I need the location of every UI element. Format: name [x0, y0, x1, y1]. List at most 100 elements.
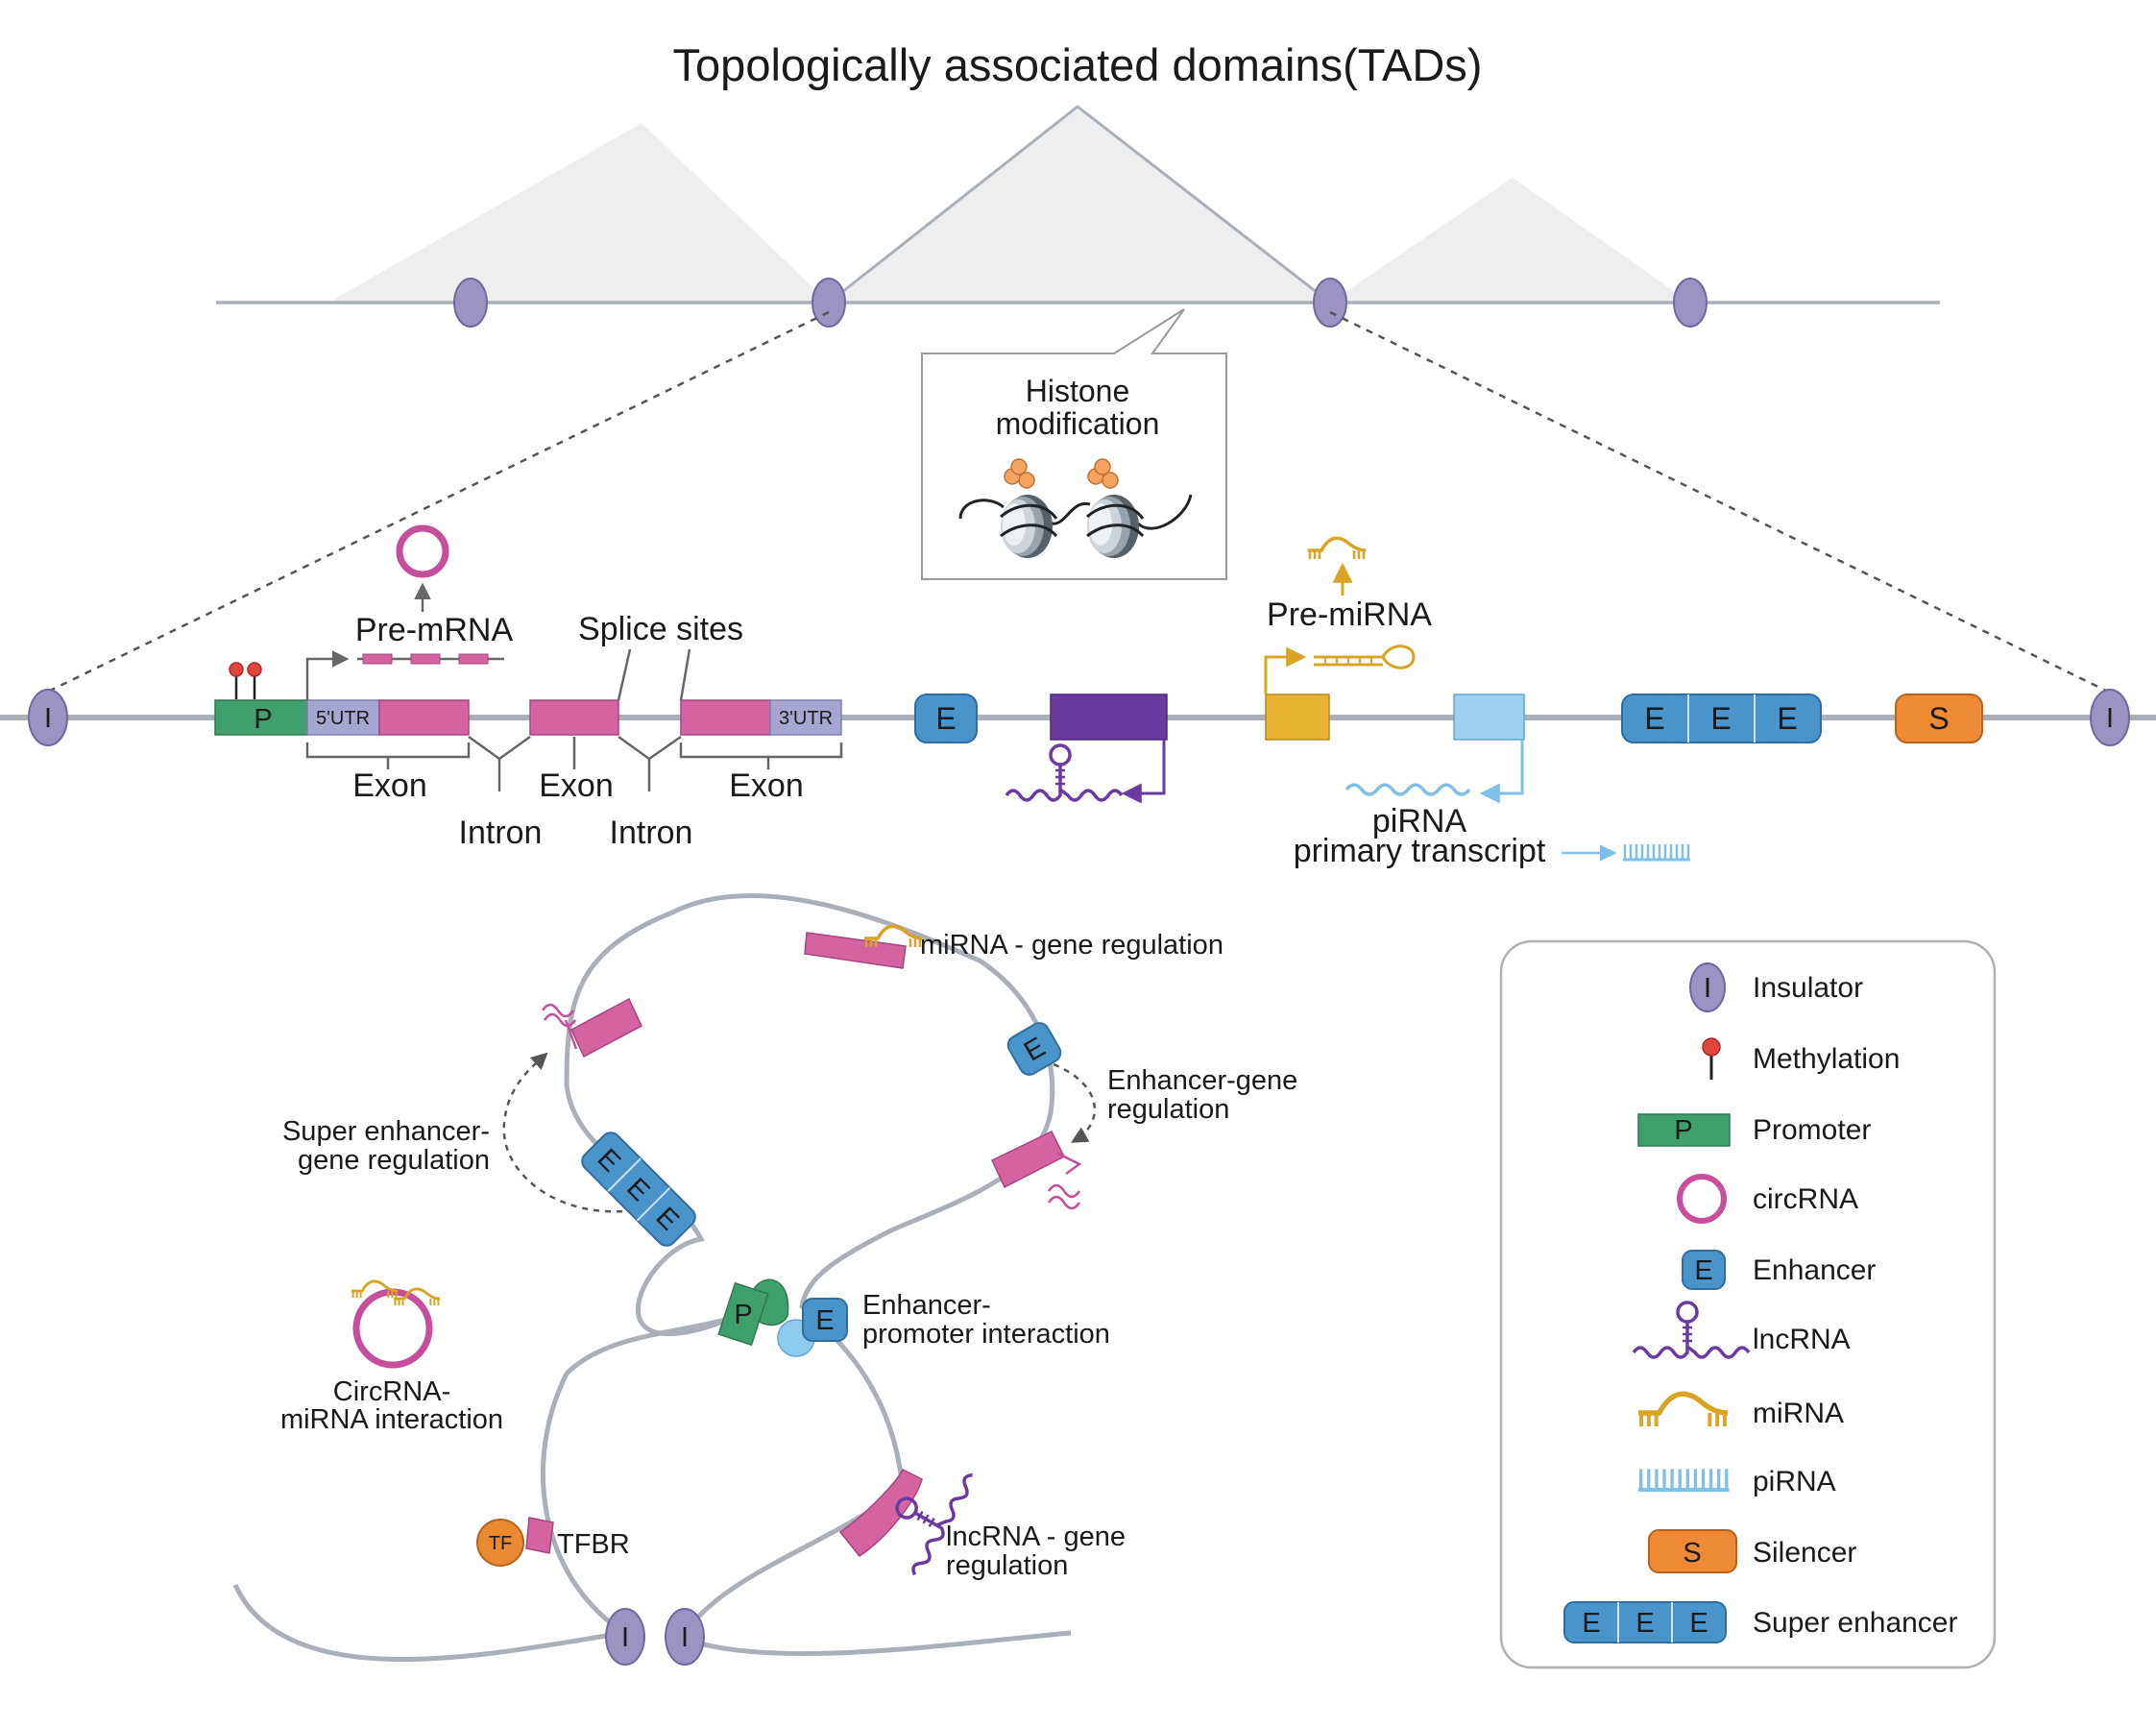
legend-label: Super enhancer: [1753, 1607, 1958, 1639]
legend-item-pirna: piRNA: [1638, 1466, 1836, 1497]
loop-transcript-right: [1047, 1151, 1082, 1210]
insulator-icon: [2090, 689, 2130, 746]
mirna-regulation-label: miRNA - gene regulation: [920, 930, 1223, 961]
legend-label: Methylation: [1753, 1043, 1900, 1075]
pirna-arrow: [1479, 740, 1524, 804]
insulator-icon: [1673, 278, 1708, 328]
tfbr-icon: [525, 1517, 554, 1554]
legend-label: piRNA: [1753, 1466, 1836, 1497]
circrna-mirna-label: CircRNA-: [333, 1376, 450, 1407]
utr3-box: [769, 699, 842, 736]
utr5-label: 5'UTR: [316, 708, 370, 729]
insulator-icon: [1313, 278, 1347, 328]
loop-target-gene-top: [804, 932, 907, 969]
histone-callout: Histone modification: [921, 308, 1227, 580]
pre-mirna-hairpin-icon: [1314, 645, 1416, 669]
legend-item-enhancer: E Enhancer: [1682, 1250, 1876, 1290]
tad-large: [824, 105, 1335, 304]
methylation-icon: [229, 662, 262, 699]
enhancer-dashed-arrow: [1053, 1062, 1097, 1143]
diagram-title: Topologically associated domains(TADs): [673, 39, 1483, 90]
legend-label: miRNA: [1753, 1398, 1844, 1429]
utr5-box: [306, 699, 380, 736]
dna-strand: [958, 494, 1193, 530]
tad-right: [1330, 178, 1690, 303]
exon-brackets: [305, 735, 843, 791]
tad-landscape: [47, 105, 2109, 694]
svg-text:E: E: [1644, 701, 1664, 736]
tfbr-label: TFBR: [557, 1529, 630, 1560]
pirna-gene: [1453, 694, 1525, 741]
svg-text:E: E: [1777, 701, 1797, 736]
svg-text:I: I: [1704, 973, 1711, 1004]
legend-item-mirna: miRNA: [1638, 1394, 1844, 1429]
super-enhancer-icon: E E E: [581, 1132, 696, 1247]
insulator-glyph: I: [2106, 703, 2114, 734]
super-enhancer-icon: E E E: [1621, 694, 1822, 743]
legend-label: Enhancer: [1753, 1254, 1876, 1286]
gene-track: I I P 5'UTR 3'UTR Pre-mRNA: [0, 524, 2156, 869]
exon-label: Exon: [352, 767, 427, 804]
legend-item-insulator: I Insulator: [1689, 962, 1863, 1012]
lncrna-regulation-label: lncRNA - gene: [946, 1521, 1126, 1552]
insulator-glyph: I: [621, 1622, 629, 1653]
legend-label: lncRNA: [1753, 1324, 1851, 1355]
svg-text:E: E: [1694, 1255, 1712, 1286]
exon-label: Exon: [729, 767, 804, 804]
mirna-gene: [1265, 694, 1330, 741]
intron-label: Intron: [459, 815, 543, 851]
tf-glyph: TF: [489, 1533, 512, 1554]
legend-item-super-enhancer: E E E Super enhancer: [1563, 1601, 1958, 1643]
methylation-icon: [1702, 1037, 1721, 1080]
utr3-label: 3'UTR: [779, 708, 833, 729]
promoter-box: [214, 699, 308, 736]
lncrna-gene: [1050, 694, 1168, 741]
circrna-icon: [352, 1288, 433, 1369]
insulator-icon: [665, 1608, 705, 1666]
mirna-transcription-arrow: [1264, 646, 1307, 694]
super-enhancer-dashed-arrow: [502, 1052, 635, 1213]
pirna-primary-transcript-icon: [1344, 783, 1471, 796]
splice-sites-label: Splice sites: [578, 611, 743, 647]
enhancer-icon: E: [1006, 1022, 1062, 1076]
enhancer-gene-label-2: regulation: [1107, 1094, 1229, 1125]
svg-text:E: E: [1635, 1608, 1654, 1639]
circrna-icon: [1677, 1174, 1727, 1224]
transcription-arrow: [305, 650, 350, 700]
loop-target-gene-bottom: [838, 1468, 923, 1558]
svg-text:P: P: [1674, 1115, 1692, 1146]
histone-mark-icon: [1087, 458, 1119, 489]
legend-item-silencer: S Silencer: [1648, 1529, 1856, 1573]
legend-label: circRNA: [1753, 1183, 1858, 1215]
primary-transcript-label: primary transcript: [1294, 833, 1546, 869]
loop-target-gene-right: [991, 1131, 1066, 1189]
enhancer-icon: [914, 694, 978, 743]
enhancer-icon: E: [802, 1298, 848, 1342]
insulator-icon: [28, 689, 68, 746]
legend-item-methylation: Methylation: [1702, 1037, 1900, 1080]
insulator-icon: [812, 278, 846, 328]
silencer-glyph: S: [1928, 701, 1949, 736]
loop-target-gene-left: [570, 997, 642, 1059]
exon-label: Exon: [539, 767, 614, 804]
enhancer-promoter-label-2: promoter interaction: [862, 1319, 1110, 1350]
histone-mark-icon: [1004, 458, 1035, 489]
intron-label: Intron: [610, 815, 693, 851]
insulator-icon: [453, 278, 488, 328]
exon-2: [529, 699, 619, 736]
chromatin-loop: miRNA - gene regulation Super enhancer- …: [232, 893, 1297, 1666]
enhancer-gene-label: Enhancer-gene: [1107, 1065, 1297, 1096]
circrna-icon: [396, 524, 449, 578]
silencer-icon: [1895, 694, 1983, 743]
exon-1: [378, 699, 470, 736]
svg-text:S: S: [1683, 1538, 1701, 1569]
legend: I Insulator Methylation P Promoter circR…: [1499, 939, 1997, 1669]
legend-item-circrna: circRNA: [1677, 1174, 1858, 1224]
tf-icon: [476, 1519, 524, 1567]
svg-text:P: P: [734, 1300, 752, 1330]
pirna-label: piRNA: [1372, 803, 1467, 840]
super-enhancer-regulation-label-2: gene regulation: [298, 1145, 490, 1176]
legend-item-promoter: P Promoter: [1637, 1113, 1871, 1147]
promoter-icon: P: [717, 1281, 769, 1347]
silencer-icon: [1648, 1529, 1737, 1573]
